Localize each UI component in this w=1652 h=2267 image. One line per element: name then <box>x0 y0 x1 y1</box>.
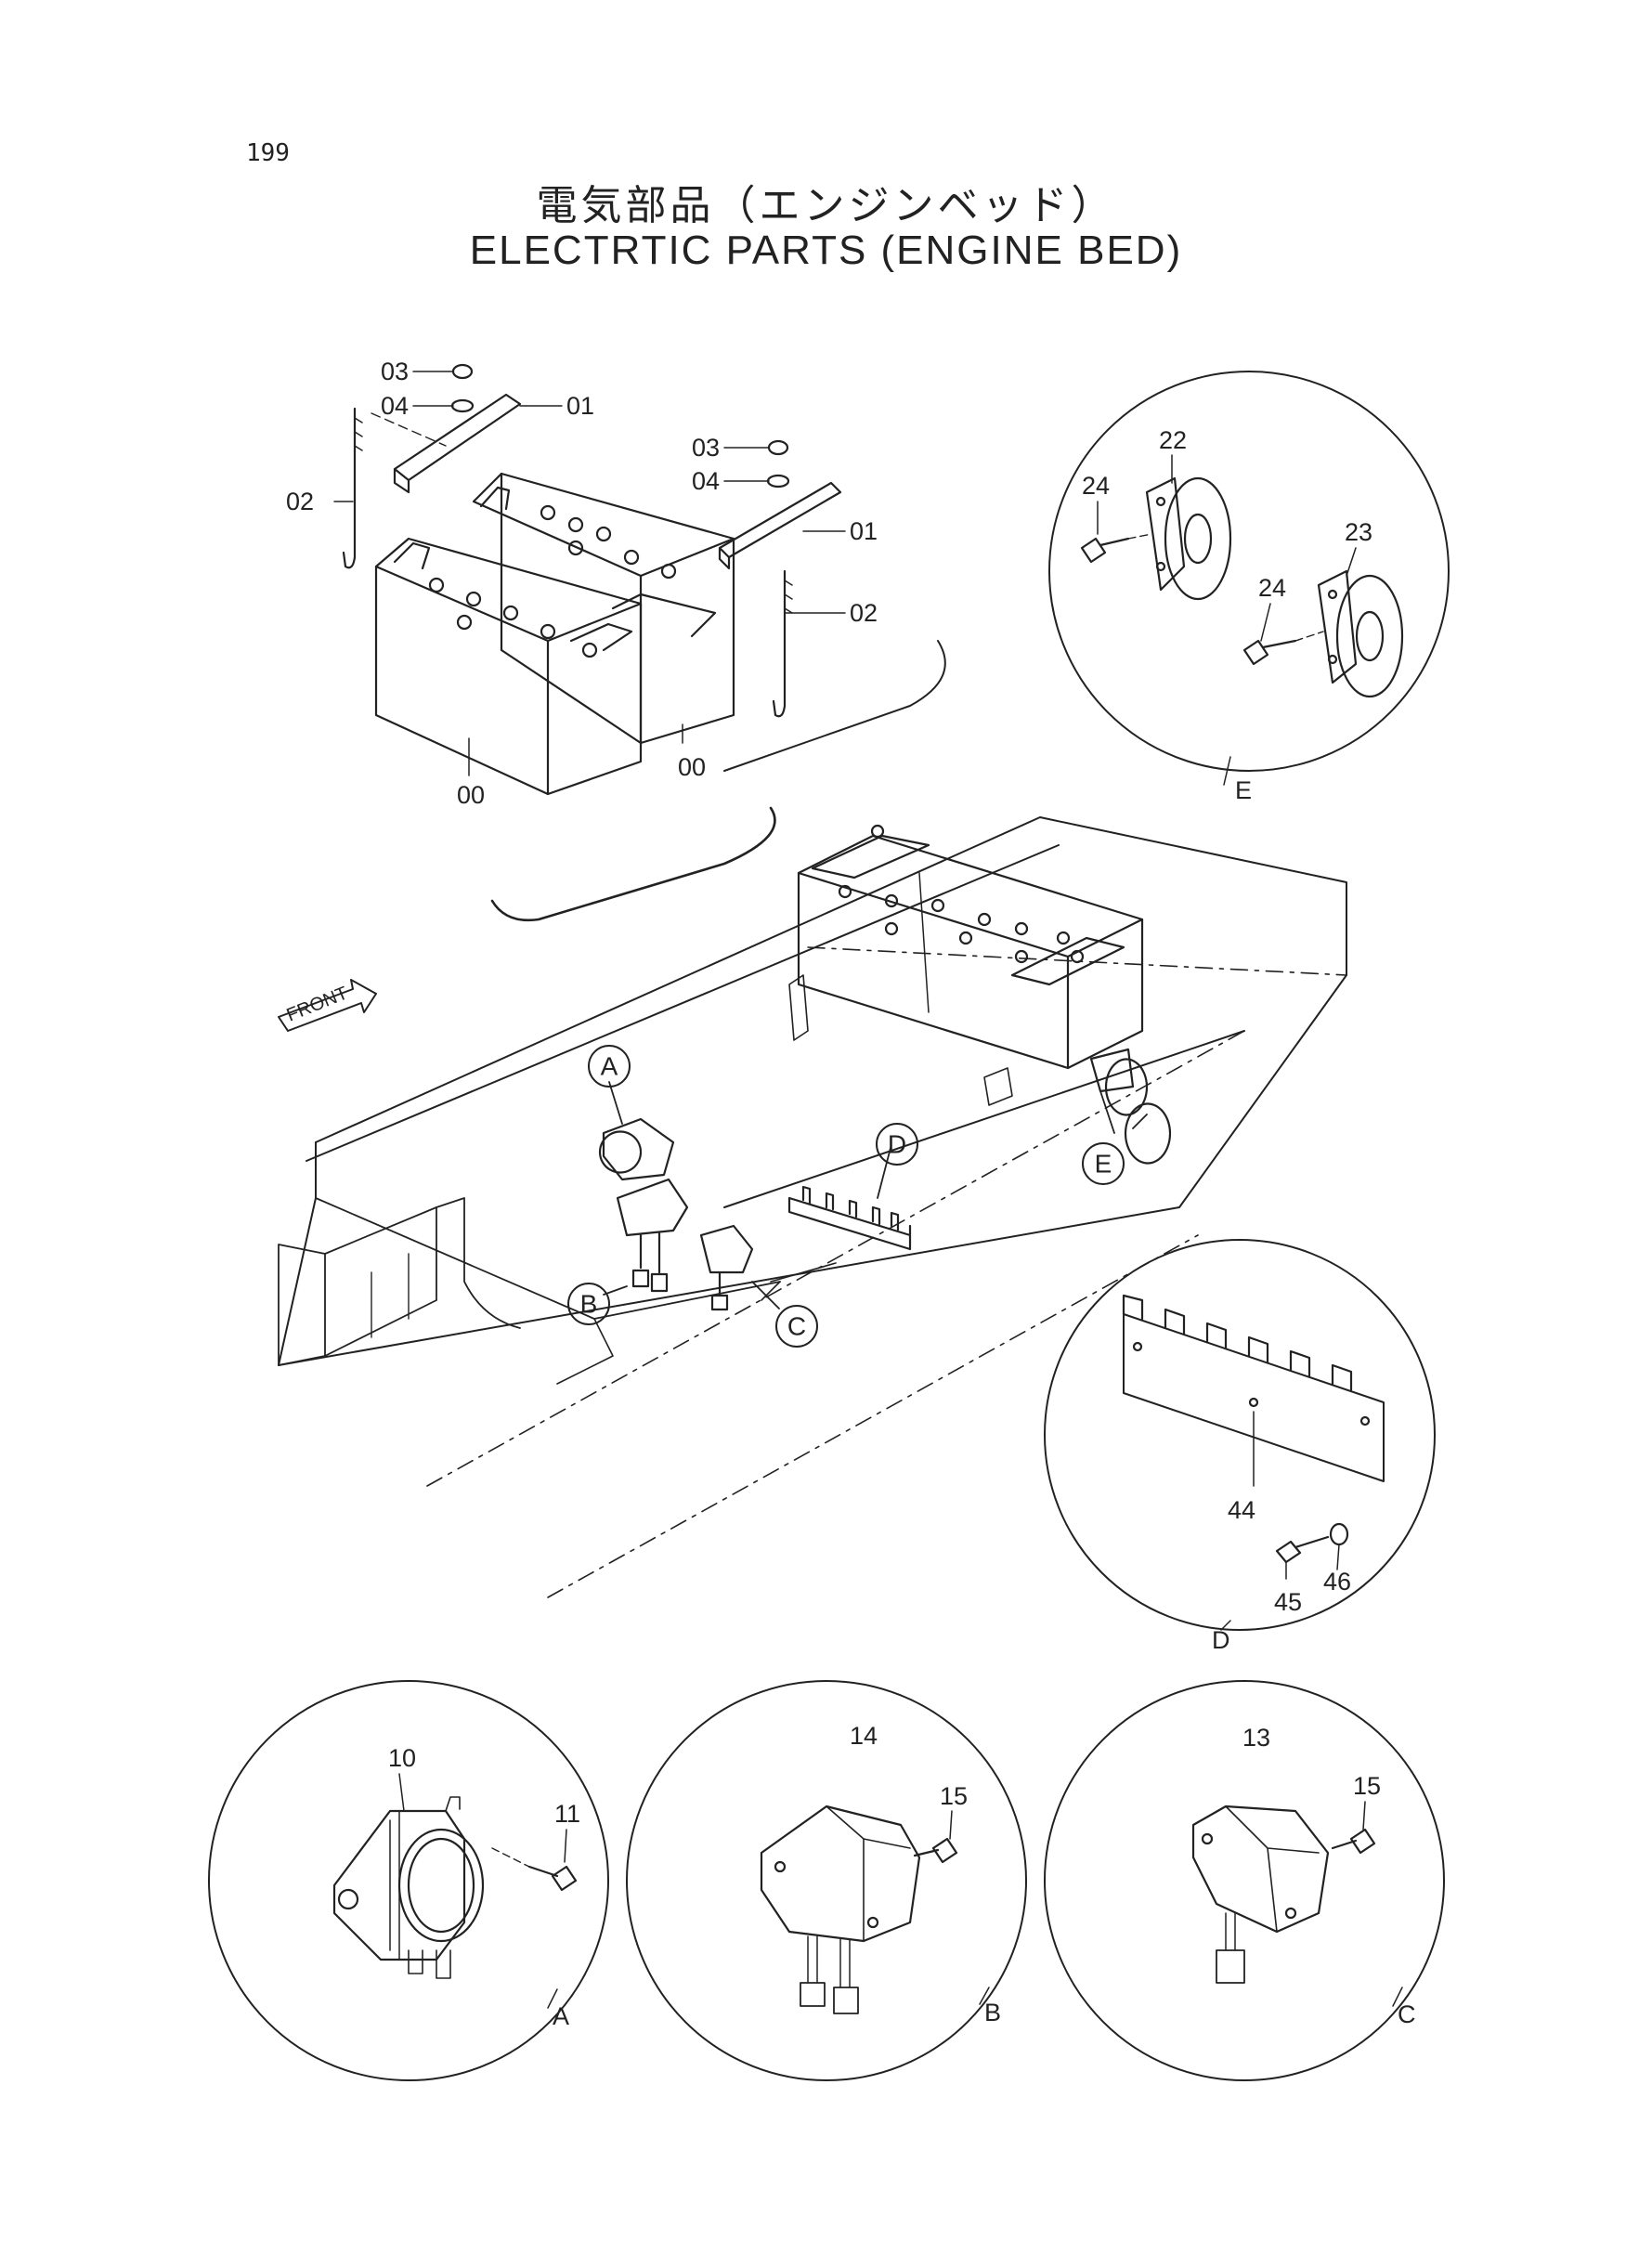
bolt-a-drawing <box>527 1865 578 1892</box>
horn-bolt-1-drawing <box>1080 537 1130 564</box>
detail-tag-e: E <box>1235 776 1252 804</box>
detail-d-terminal-plate <box>1044 1239 1436 1631</box>
label-bolt-d: 45 <box>1274 1588 1302 1616</box>
label-washer-right: 04 <box>692 467 720 495</box>
label-bracket-right: 01 <box>850 517 878 545</box>
detail-tag-a: A <box>553 2002 569 2030</box>
detail-b-unit <box>626 1680 1027 2081</box>
battery-left-drawing <box>374 537 643 796</box>
title-japanese: 電気部品（エンジンベッド） <box>536 182 1116 229</box>
label-battery-right: 00 <box>678 753 706 781</box>
callout-b: B <box>580 1290 598 1319</box>
rod-left-drawing <box>342 407 357 569</box>
unit-b-drawing <box>760 1804 921 1943</box>
detail-tag-b: B <box>984 1999 1001 2026</box>
terminal-plate-d-installed <box>787 1185 912 1251</box>
horn-2-drawing <box>1317 569 1404 698</box>
relay-a-installed <box>598 1117 675 1181</box>
nut-right-drawing <box>767 439 789 456</box>
label-rod-right: 02 <box>850 599 878 627</box>
callout-d-circle <box>876 1123 918 1166</box>
title-english: ELECTRTIC PARTS (ENGINE BED) <box>469 228 1183 273</box>
label-battery-left: 00 <box>457 781 485 809</box>
label-bolt-b: 15 <box>940 1782 968 1810</box>
horn-bolt-2-drawing <box>1242 639 1297 666</box>
bracket-left-drawing <box>393 393 522 494</box>
detail-c-unit <box>1044 1680 1445 2081</box>
label-unit-b: 14 <box>850 1722 878 1750</box>
rod-right-drawing <box>772 569 787 718</box>
callout-d: D <box>888 1130 906 1159</box>
washer-left-drawing <box>450 398 475 413</box>
callout-a: A <box>601 1052 618 1081</box>
front-arrow-shape <box>278 979 377 1032</box>
battery-assembly-installed <box>788 824 1144 1106</box>
detail-a-relay <box>208 1680 609 2081</box>
detail-tag-d: D <box>1212 1626 1230 1654</box>
bolt-c-drawing <box>1331 1828 1376 1855</box>
label-unit-c: 13 <box>1242 1724 1270 1752</box>
callout-b-circle <box>567 1283 610 1325</box>
label-horn-bolt-1: 24 <box>1082 472 1110 500</box>
unit-c-drawing <box>1191 1804 1330 1934</box>
detail-e-horns <box>1048 371 1450 786</box>
battery-right-drawing <box>472 472 735 745</box>
label-washer-d: 46 <box>1323 1568 1351 1596</box>
horn-1-drawing <box>1145 476 1232 601</box>
callout-c-circle <box>775 1305 818 1348</box>
unit-c-installed <box>699 1224 754 1311</box>
label-plate-d: 44 <box>1228 1496 1255 1524</box>
label-washer-left: 04 <box>381 392 409 420</box>
callout-e-circle <box>1082 1142 1125 1185</box>
bolt-b-drawing <box>913 1837 958 1864</box>
label-horn-1: 22 <box>1159 426 1187 454</box>
detail-tag-c: C <box>1398 2000 1416 2028</box>
callout-a-circle <box>588 1045 631 1088</box>
relay-a-drawing <box>332 1809 466 1961</box>
page-number: 199 <box>246 139 290 167</box>
label-bracket-left: 01 <box>566 392 594 420</box>
horns-e-installed <box>1089 1048 1172 1165</box>
callout-c: C <box>787 1312 806 1341</box>
label-bolt-a: 11 <box>554 1800 580 1828</box>
label-horn-bolt-2: 24 <box>1258 574 1286 602</box>
label-horn-2: 23 <box>1345 518 1372 546</box>
nut-left-drawing <box>451 363 474 380</box>
washer-right-drawing <box>766 474 790 489</box>
label-nut-left: 03 <box>381 358 409 385</box>
label-rod-left: 02 <box>286 488 314 515</box>
bolt-d-drawing <box>1275 1535 1330 1564</box>
battery-group-exploded <box>333 363 946 922</box>
callout-e: E <box>1095 1150 1112 1179</box>
engine-bed-frame <box>278 816 1347 1598</box>
label-nut-right: 03 <box>692 434 720 462</box>
washer-d-drawing <box>1329 1522 1349 1546</box>
bracket-right-drawing <box>718 481 842 570</box>
label-relay-a: 10 <box>388 1744 416 1772</box>
label-bolt-c: 15 <box>1353 1772 1381 1800</box>
unit-b-installed <box>616 1178 689 1293</box>
